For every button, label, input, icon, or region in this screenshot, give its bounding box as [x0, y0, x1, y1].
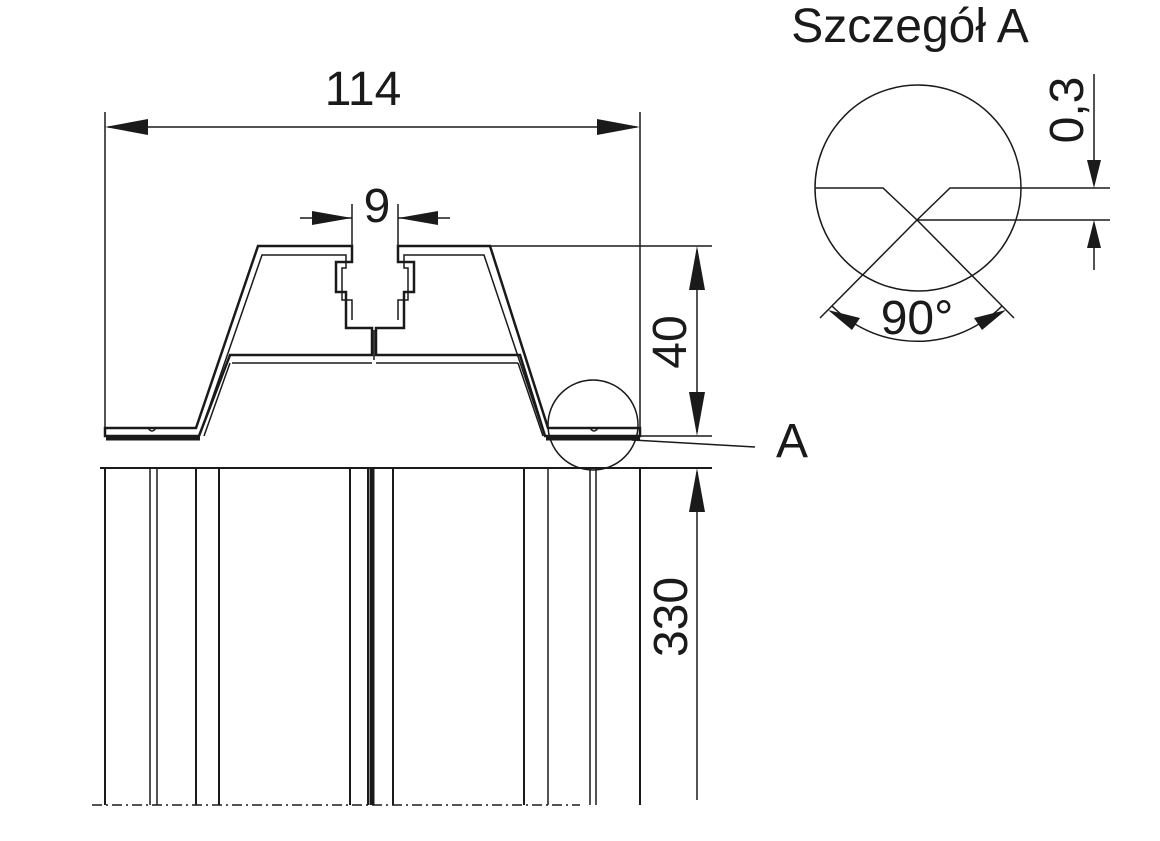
profile-web-lower — [203, 362, 544, 437]
arrow-right — [597, 119, 640, 135]
arrow-depth-bottom — [1087, 220, 1101, 248]
arrow-left — [105, 119, 148, 135]
dimension-length: 330 — [645, 468, 705, 800]
dimension-width-label: 114 — [325, 63, 402, 116]
arrow-depth-top — [1087, 160, 1101, 188]
arrow-length-top — [689, 468, 705, 512]
groove-left — [147, 427, 157, 432]
arrow-slot-left — [312, 211, 352, 225]
dimension-length-label: 330 — [645, 577, 698, 657]
callout-circle — [547, 379, 639, 471]
arrow-height-top — [689, 246, 705, 290]
profile-outer-contour-right — [374, 244, 642, 438]
dimension-height: 40 — [490, 245, 712, 437]
callout-label: A — [776, 415, 808, 468]
dimension-width: 114 — [104, 63, 641, 428]
detail-title: Szczegół A — [791, 0, 1028, 53]
dimension-slot-width-label: 9 — [364, 180, 391, 233]
profile-side-view — [92, 467, 712, 806]
arrow-slot-right — [398, 211, 438, 225]
arrow-angle-right — [974, 310, 1006, 330]
detail-callout: A — [547, 379, 808, 471]
callout-leader — [631, 439, 756, 448]
profile-inner-left — [201, 254, 353, 429]
detail-v-groove — [815, 187, 1110, 222]
profile-cross-section — [103, 244, 642, 441]
arrow-height-bottom — [689, 392, 705, 436]
profile-inner-right — [397, 254, 543, 429]
groove-right — [589, 427, 599, 432]
dimension-slot-width: 9 — [300, 180, 450, 246]
detail-a: Szczegół A 90° 0,3 — [791, 0, 1110, 345]
profile-outer-contour — [103, 244, 374, 438]
angle-label: 90° — [881, 292, 954, 345]
dimension-height-label: 40 — [644, 315, 697, 368]
depth-label: 0,3 — [1041, 77, 1094, 144]
arrow-angle-left — [828, 310, 860, 330]
